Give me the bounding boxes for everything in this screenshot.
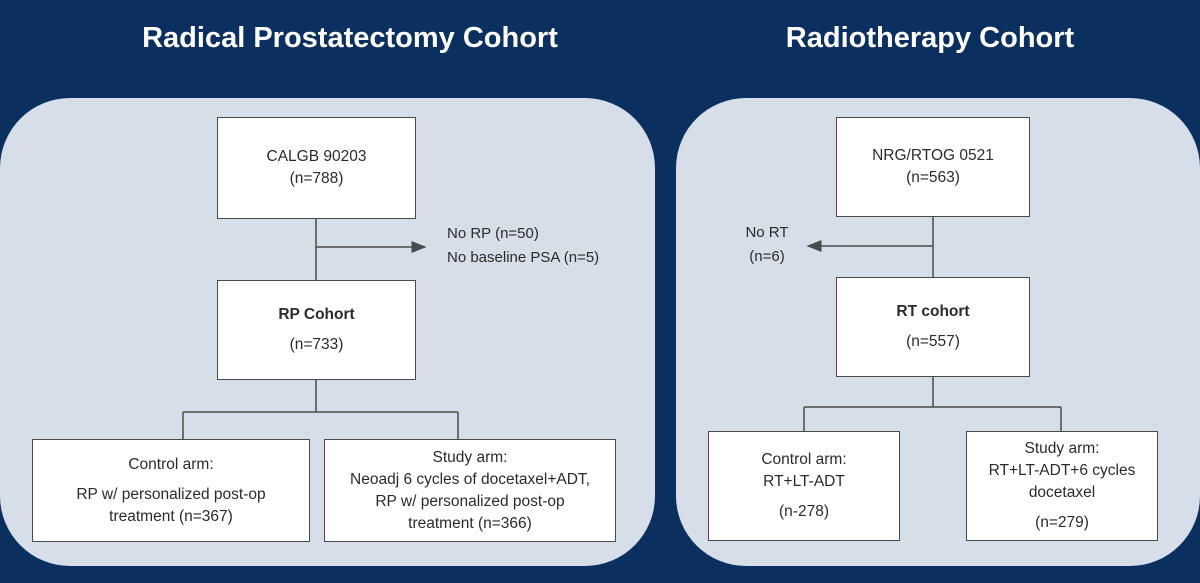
rt-exclusion-note: No RT (n=6)	[732, 221, 802, 269]
rt-cohort-name: RT cohort	[896, 303, 970, 320]
rtog-source-box: NRG/RTOG 0521 (n=563)	[836, 117, 1030, 217]
rp-exclusion-no-rp: No RP (n=50)	[447, 225, 539, 242]
rtog-count: (n=563)	[906, 169, 960, 186]
calgb-source-box: CALGB 90203 (n=788)	[217, 117, 416, 219]
rt-study-line2: docetaxel	[1028, 484, 1096, 501]
rt-cohort-count: (n=557)	[906, 333, 960, 350]
rp-study-line2: RP w/ personalized post-op	[375, 492, 565, 510]
rp-control-line1: RP w/ personalized post-op	[76, 485, 266, 503]
rt-study-line3: (n=279)	[1035, 514, 1089, 531]
rt-control-line1: RT+LT-ADT	[763, 473, 845, 490]
rt-control-line2: (n-278)	[779, 503, 829, 520]
rp-study-line1: Neoadj 6 cycles of docetaxel+ADT,	[350, 470, 590, 488]
rp-control-line2: treatment (n=367)	[109, 507, 233, 525]
rp-study-line3: treatment (n=366)	[408, 514, 532, 532]
rtog-name: NRG/RTOG 0521	[872, 147, 994, 164]
rp-study-arm-box: Study arm: Neoadj 6 cycles of docetaxel+…	[324, 439, 616, 542]
rt-study-heading: Study arm:	[1024, 440, 1100, 457]
rt-control-arm-box: Control arm: RT+LT-ADT (n-278)	[708, 431, 900, 541]
rt-control-heading: Control arm:	[761, 451, 847, 468]
rp-cohort-heading: Radical Prostatectomy Cohort	[142, 22, 558, 54]
rt-study-line1: RT+LT-ADT+6 cycles	[988, 462, 1136, 479]
rp-cohort-name: RP Cohort	[278, 306, 355, 323]
rt-cohort-box: RT cohort (n=557)	[836, 277, 1030, 377]
calgb-count: (n=788)	[289, 170, 344, 187]
rp-study-heading: Study arm:	[432, 448, 508, 466]
rp-exclusion-note: No RP (n=50) No baseline PSA (n=5)	[447, 222, 599, 270]
rp-exclusion-no-psa: No baseline PSA (n=5)	[447, 249, 600, 266]
rt-cohort-heading: Radiotherapy Cohort	[785, 22, 1075, 54]
rp-cohort-count: (n=733)	[289, 336, 344, 353]
rp-control-arm-box: Control arm: RP w/ personalized post-op …	[32, 439, 310, 542]
rt-exclusion-count: (n=6)	[749, 248, 785, 265]
rt-study-arm-box: Study arm: RT+LT-ADT+6 cycles docetaxel …	[966, 431, 1158, 541]
calgb-name: CALGB 90203	[266, 148, 367, 165]
rp-control-heading: Control arm:	[128, 455, 214, 473]
rp-cohort-box: RP Cohort (n=733)	[217, 280, 416, 380]
rt-exclusion-label: No RT	[745, 224, 789, 241]
